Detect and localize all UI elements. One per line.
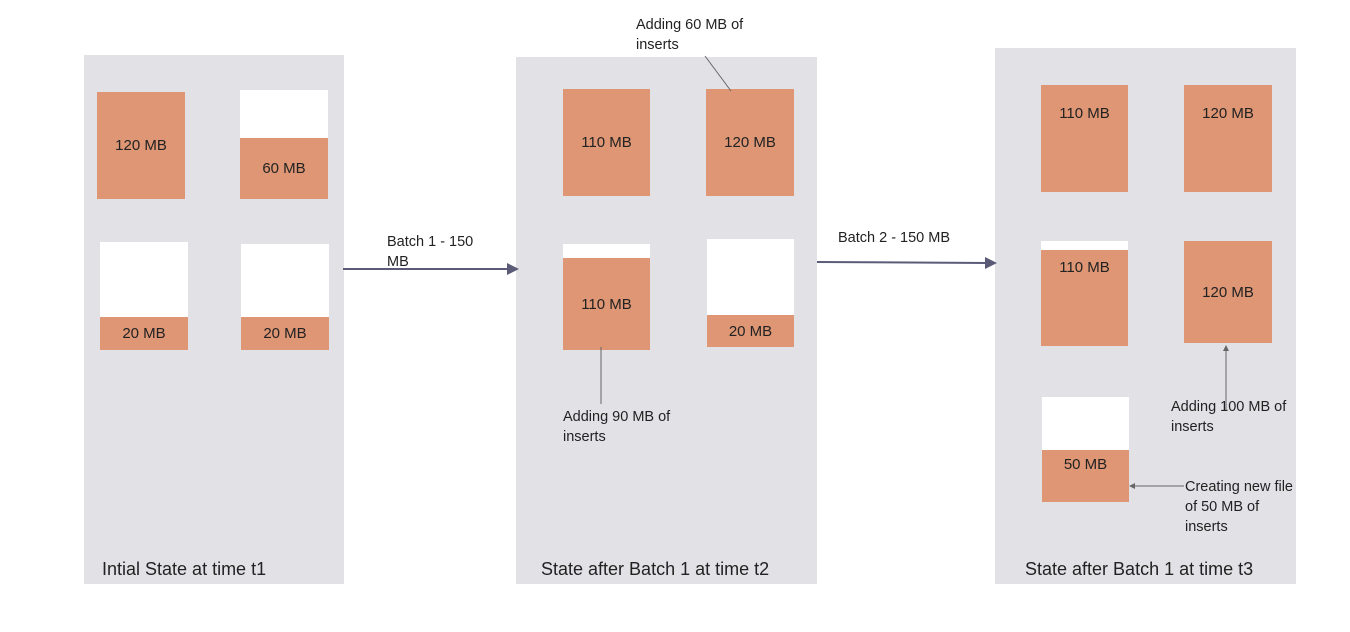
annotation-add-90: Adding 90 MB of inserts	[563, 409, 671, 445]
file-fill	[100, 316, 188, 350]
file-t2-3: 110 MB	[563, 244, 650, 350]
file-fill	[1042, 449, 1129, 502]
file-fill	[241, 317, 329, 350]
file-fill	[706, 89, 794, 196]
file-t1-1: 120 MB	[97, 92, 185, 199]
file-fill	[563, 257, 650, 350]
batch2-label: Batch 2 - 150 MB	[838, 230, 951, 246]
file-t2-2: 120 MB	[706, 89, 794, 196]
panel-caption-t3: State after Batch 1 at time t3	[1025, 559, 1254, 579]
file-fill	[563, 89, 650, 196]
add100-arrowhead	[1223, 345, 1229, 351]
file-t3-2: 120 MB	[1184, 85, 1272, 192]
batch1-label: Batch 1 - 150 MB	[387, 234, 474, 270]
file-size-label: 120 MB	[1202, 283, 1254, 301]
file-t1-2: 60 MB	[240, 90, 328, 199]
file-size-label: 120 MB	[724, 134, 776, 151]
annotation-new-file: Creating new file of 50 MB of inserts	[1185, 479, 1293, 535]
file-size-label: 50 MB	[1063, 455, 1108, 473]
file-t3-1: 110 MB	[1041, 85, 1128, 192]
file-t1-4: 20 MB	[241, 244, 329, 350]
panel-caption-t1: Intial State at time t1	[102, 559, 267, 579]
file-size-label: 120 MB	[1202, 105, 1254, 122]
batch2-arrowhead	[985, 257, 997, 269]
file-t3-3: 110 MB	[1041, 241, 1128, 346]
file-fill	[1041, 85, 1128, 192]
file-fill	[1184, 85, 1272, 192]
file-size-label: 60 MB	[262, 160, 306, 177]
newfile-arrowhead	[1129, 483, 1135, 489]
file-fill	[240, 137, 328, 199]
file-size-label: 20 MB	[728, 322, 773, 340]
file-size-label: 110 MB	[1059, 259, 1110, 276]
file-t1-3: 20 MB	[100, 242, 188, 350]
file-t3-4: 120 MB	[1184, 241, 1272, 343]
file-size-label: 110 MB	[581, 295, 632, 313]
batch1-arrowhead	[507, 263, 519, 275]
file-fill	[97, 92, 185, 199]
file-size-label: 110 MB	[1059, 105, 1110, 122]
annotation-add-60: Adding 60 MB of inserts	[636, 17, 744, 53]
file-size-label: 20 MB	[122, 325, 166, 342]
file-t2-1: 110 MB	[563, 89, 650, 196]
file-size-label: 120 MB	[115, 137, 167, 154]
annotation-add-100: Adding 100 MB of inserts	[1171, 399, 1287, 435]
file-t2-4: 20 MB	[707, 239, 794, 347]
file-size-label: 110 MB	[581, 134, 632, 151]
file-fill	[707, 314, 794, 347]
panel-caption-t2: State after Batch 1 at time t2	[541, 559, 770, 579]
file-fill	[1184, 241, 1272, 343]
add60-pointer	[704, 55, 732, 92]
batch2-arrow-line	[816, 261, 989, 264]
file-size-label: 20 MB	[263, 325, 307, 342]
file-fill	[1041, 250, 1128, 346]
file-t3-5: 50 MB	[1042, 397, 1129, 502]
